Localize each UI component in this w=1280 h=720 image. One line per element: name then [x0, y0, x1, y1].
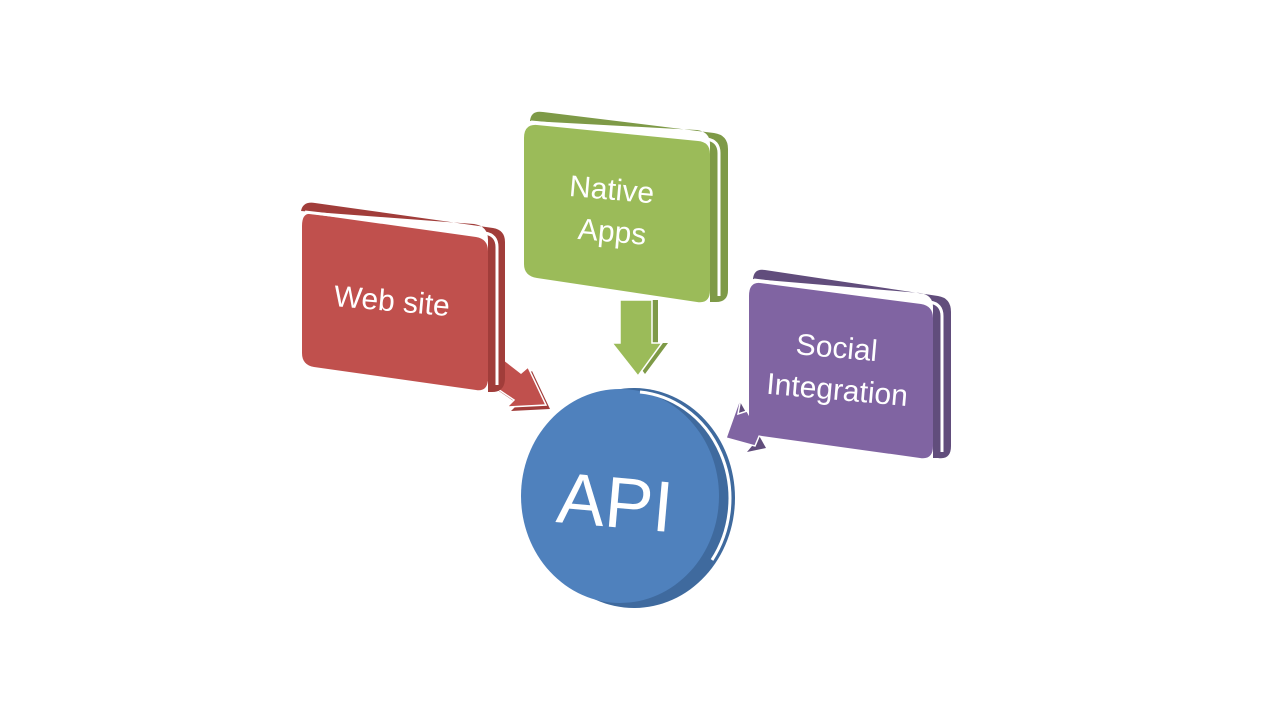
social-integration-node: Social Integration — [725, 269, 951, 459]
social-integration-label-line-1: Social — [795, 328, 879, 368]
native-apps-arrow — [610, 299, 668, 378]
web-site-node: Web site — [301, 202, 550, 411]
native-apps-label: Native Apps — [564, 170, 664, 253]
native-apps-label-line-1: Native — [568, 170, 656, 210]
native-apps-node: Native Apps — [524, 111, 728, 378]
native-apps-label-line-2: Apps — [577, 213, 648, 252]
api-node: API — [521, 388, 735, 608]
api-label: API — [554, 458, 677, 548]
